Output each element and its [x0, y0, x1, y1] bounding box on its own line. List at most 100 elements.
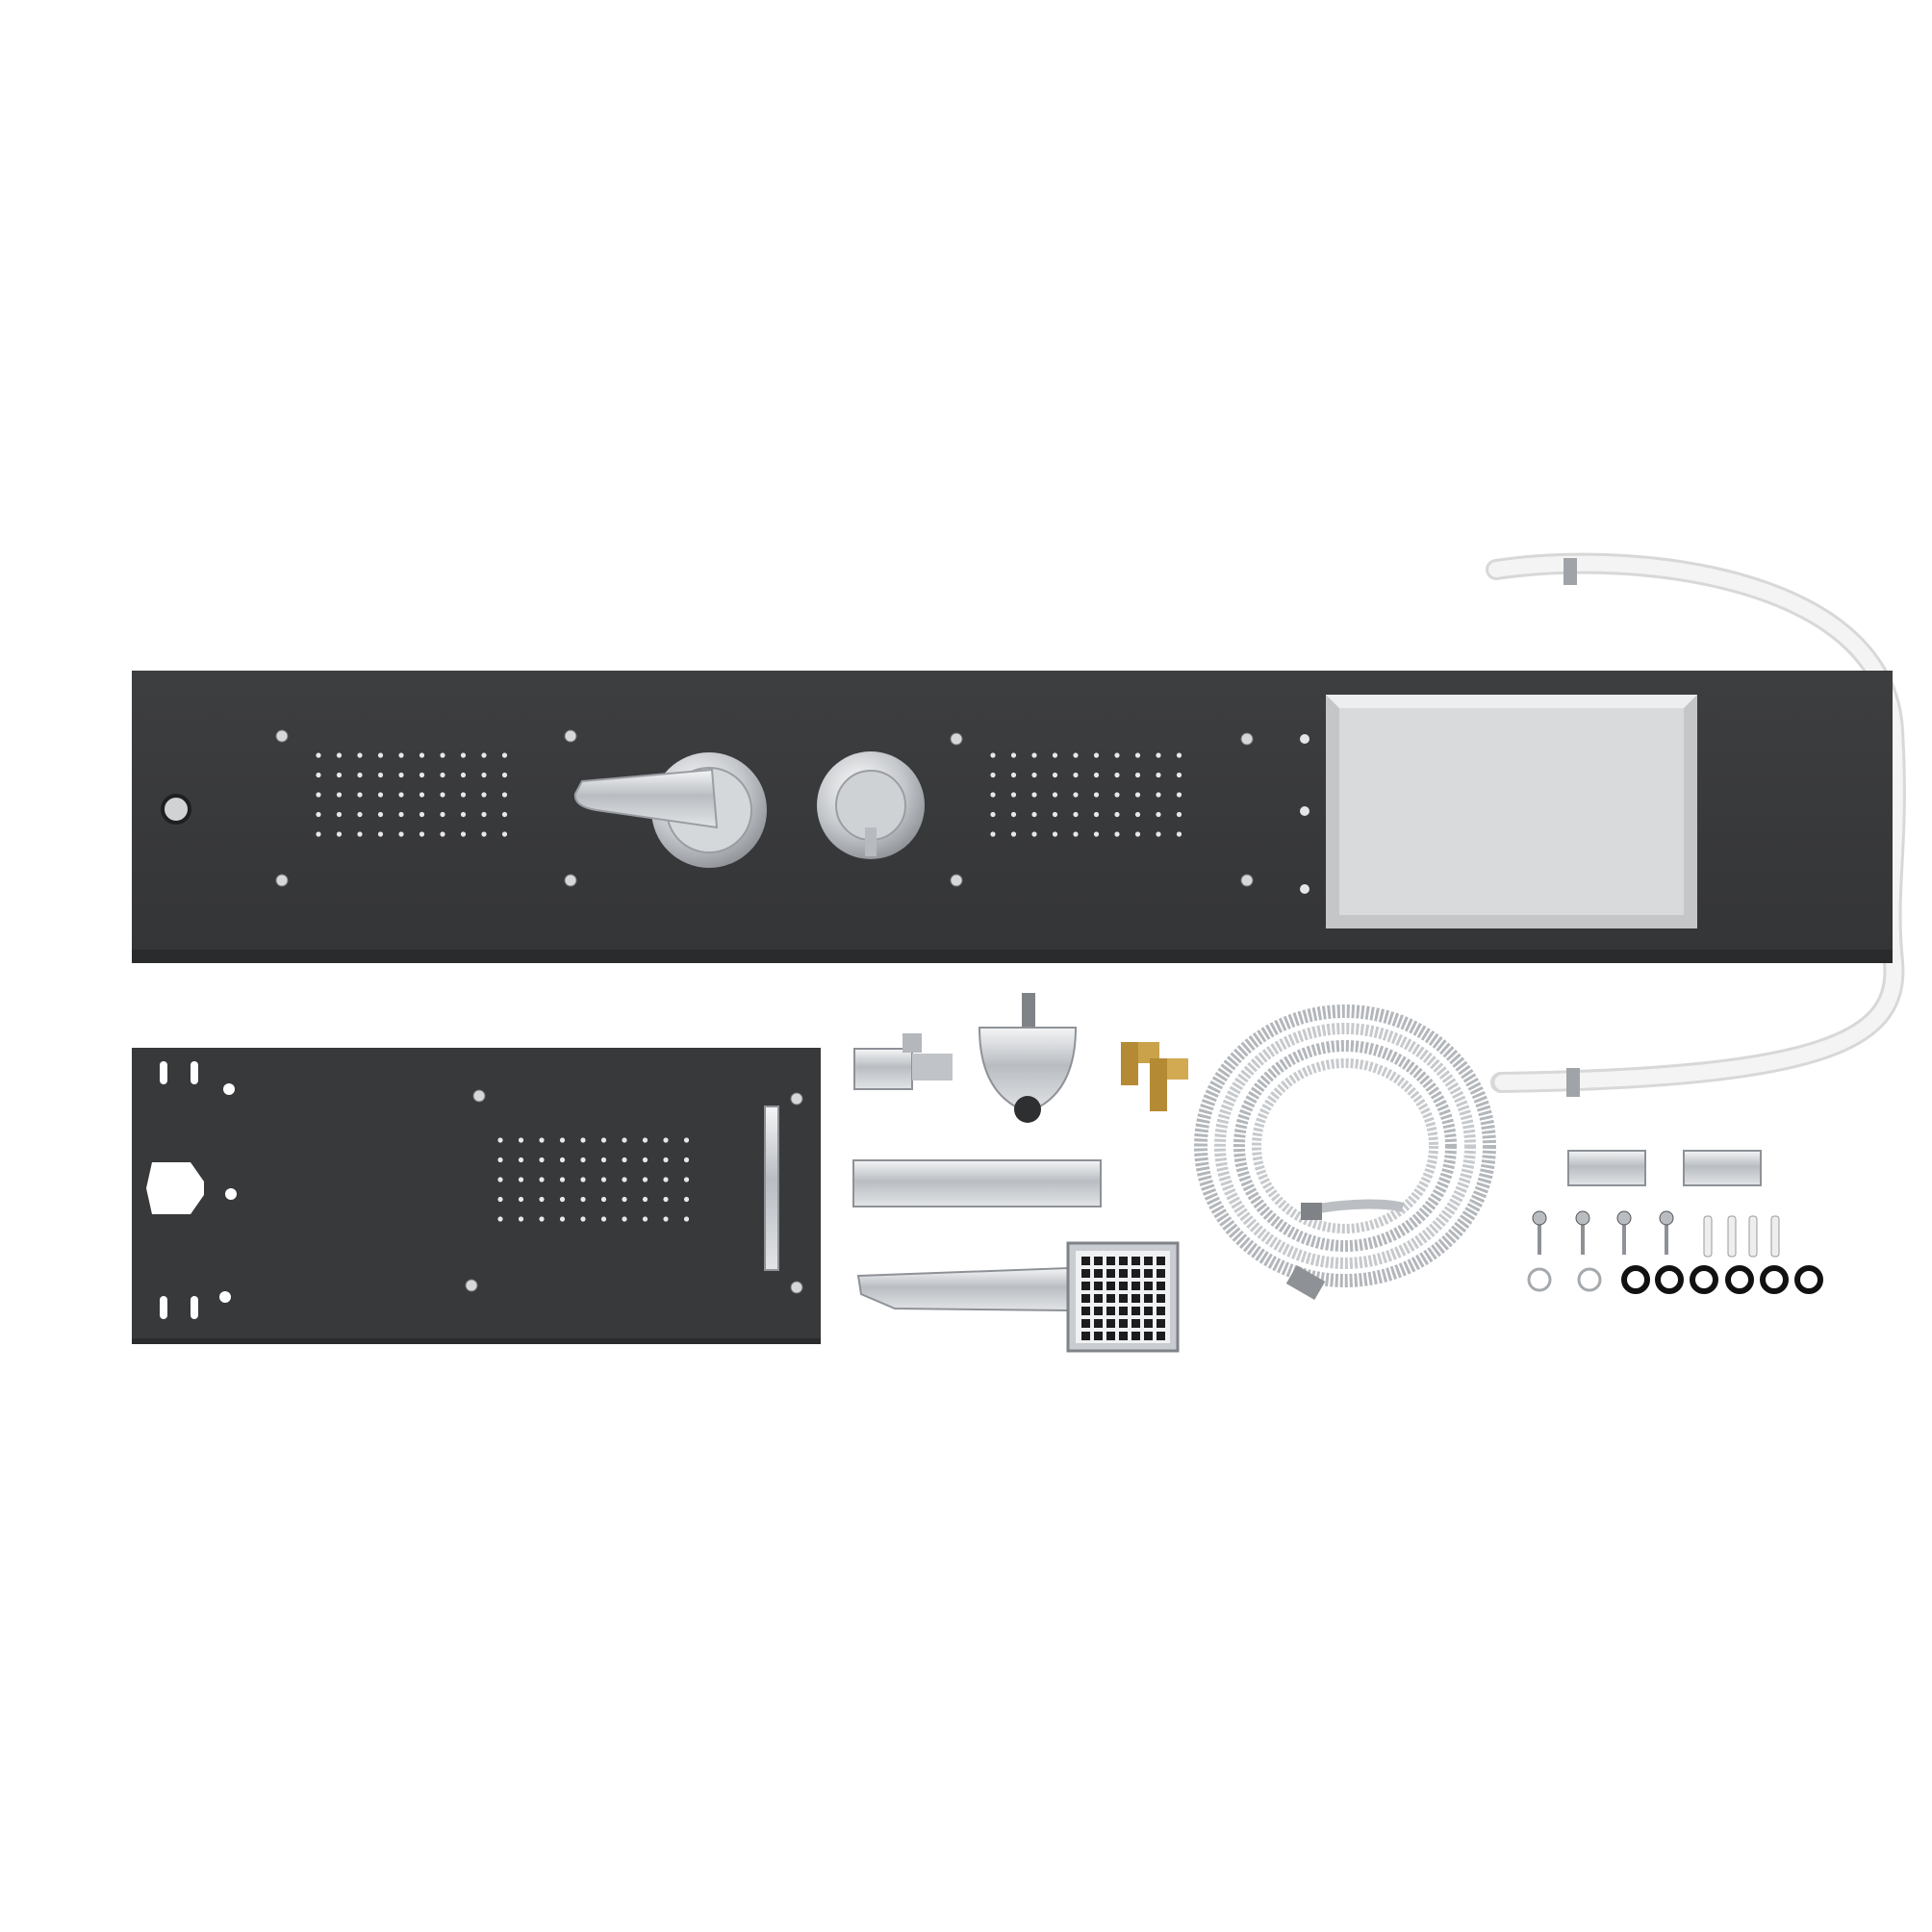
nozzle	[481, 772, 487, 778]
nozzle	[539, 1177, 545, 1182]
back-plate	[132, 1048, 821, 1344]
rain-nozzle-grid-right	[990, 752, 1182, 837]
hand-nozzle	[1094, 1332, 1103, 1340]
rain-nozzle-grid-left	[316, 752, 508, 837]
nozzle	[357, 831, 363, 837]
nozzle	[501, 811, 508, 818]
wall-elbow	[853, 1033, 953, 1090]
nozzle	[357, 772, 363, 778]
screw-head	[1616, 1210, 1632, 1226]
hose-clamp-top	[1563, 558, 1577, 585]
nozzle	[1052, 752, 1058, 758]
hand-nozzle	[1157, 1282, 1165, 1290]
nozzle	[559, 1216, 566, 1222]
hand-nozzle	[1144, 1332, 1153, 1340]
nozzle	[622, 1177, 627, 1182]
nozzle	[481, 792, 487, 798]
nozzle	[357, 811, 363, 818]
nozzle	[336, 831, 343, 837]
wall-anchor	[1727, 1215, 1737, 1258]
screws	[1532, 1210, 1674, 1255]
nozzle	[600, 1137, 607, 1143]
nozzle	[316, 831, 321, 837]
panel-screw	[564, 729, 577, 743]
nozzle	[377, 811, 384, 818]
nozzle	[1114, 811, 1120, 818]
hose-clamp	[1577, 1267, 1602, 1292]
panel-screw	[275, 729, 289, 743]
nozzle	[663, 1177, 669, 1182]
nozzle	[501, 772, 508, 778]
hand-nozzle	[1094, 1294, 1103, 1303]
nozzle	[600, 1216, 607, 1222]
panel-screw	[564, 874, 577, 887]
mounting-slot	[160, 1061, 167, 1084]
nozzle	[419, 752, 425, 758]
hand-nozzle	[1094, 1269, 1103, 1278]
nozzle	[501, 792, 508, 798]
hand-nozzle	[1144, 1269, 1153, 1278]
mixer-lever-handle	[573, 752, 767, 868]
wall-anchor	[1770, 1215, 1780, 1258]
nozzle	[683, 1137, 690, 1143]
nozzle	[600, 1177, 607, 1182]
anchors	[1703, 1215, 1780, 1258]
nozzle	[518, 1196, 524, 1203]
nozzle	[539, 1137, 545, 1143]
hand-nozzle	[1131, 1307, 1140, 1315]
screw-shank	[1622, 1220, 1626, 1255]
hand-nozzle	[1119, 1269, 1128, 1278]
nozzle	[460, 752, 467, 758]
nozzle	[990, 792, 996, 798]
hand-nozzle	[1157, 1294, 1165, 1303]
nozzle	[580, 1177, 586, 1182]
waterfall-slot	[764, 1106, 779, 1271]
mounting-slot	[160, 1296, 167, 1319]
mounting-slot	[191, 1296, 198, 1319]
nozzle	[622, 1216, 627, 1222]
nozzle	[501, 831, 508, 837]
nozzle	[1073, 772, 1079, 778]
hand-nozzle	[1106, 1257, 1115, 1265]
nozzle	[336, 811, 343, 818]
nozzle	[481, 831, 487, 837]
hand-shower	[856, 1241, 1180, 1353]
nozzle	[1134, 772, 1141, 778]
nozzle	[440, 831, 445, 837]
mounting-holes	[160, 1061, 803, 1319]
nozzle	[1156, 772, 1161, 778]
nozzle	[580, 1157, 586, 1163]
mounting-slot	[191, 1061, 198, 1084]
nozzle	[1156, 752, 1161, 758]
nozzle	[539, 1196, 545, 1203]
nozzle	[1134, 831, 1141, 837]
hand-nozzle	[1157, 1307, 1165, 1315]
nozzle	[663, 1216, 669, 1222]
hand-nozzle	[1157, 1319, 1165, 1328]
hand-nozzle	[1081, 1307, 1090, 1315]
hand-nozzle	[1081, 1332, 1090, 1340]
nozzle	[580, 1196, 586, 1203]
panel-screw	[275, 874, 289, 887]
plate-screw	[790, 1092, 803, 1106]
nozzle	[501, 752, 508, 758]
screw-shank	[1538, 1220, 1541, 1255]
nozzle	[1031, 792, 1037, 798]
nozzle	[518, 1216, 524, 1222]
nozzle	[1031, 811, 1037, 818]
nozzle	[539, 1216, 545, 1222]
nozzle	[1052, 792, 1058, 798]
panel-screw	[950, 874, 963, 887]
nozzle	[1073, 792, 1079, 798]
nozzle	[1073, 831, 1079, 837]
hand-nozzle	[1106, 1307, 1115, 1315]
body-jet	[978, 993, 1078, 1123]
nozzle	[683, 1177, 690, 1182]
hose-clamp-bottom	[1566, 1068, 1580, 1097]
nozzle	[1093, 772, 1100, 778]
nozzle	[642, 1216, 648, 1222]
o-ring	[1760, 1265, 1789, 1294]
hand-nozzle	[1081, 1257, 1090, 1265]
panel-screws	[275, 729, 1254, 887]
nozzle	[1010, 752, 1017, 758]
